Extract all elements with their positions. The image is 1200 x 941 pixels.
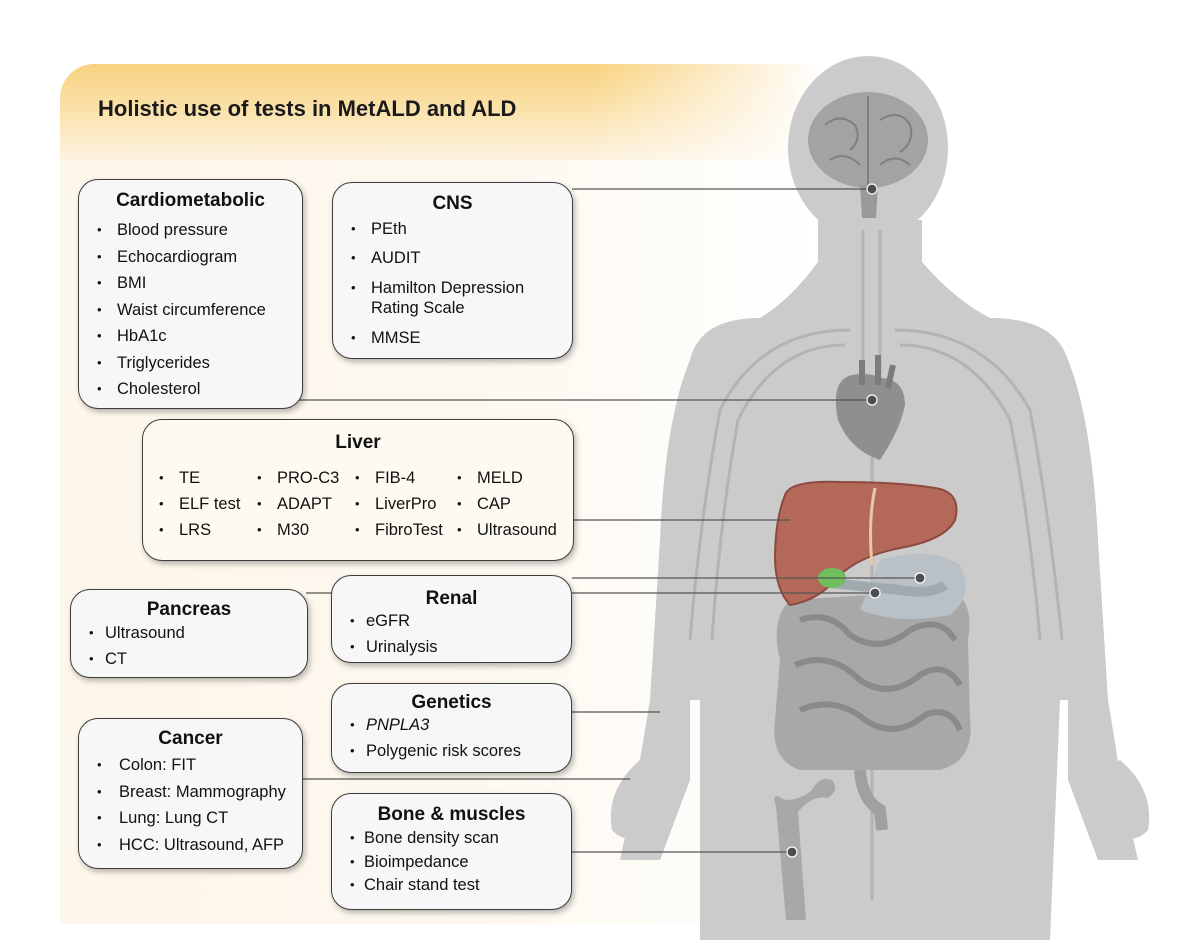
blood-vessels <box>688 230 1064 900</box>
bone-muscles-list: Bone density scan Bioimpedance Chair sta… <box>332 828 571 897</box>
connector-lines <box>298 188 920 853</box>
list-item: Bioimpedance <box>332 852 571 876</box>
renal-list: eGFR Urinalysis <box>332 611 571 659</box>
bone-muscles-box: Bone & muscles Bone density scan Bioimpe… <box>331 793 572 910</box>
list-item: BMI <box>79 273 302 300</box>
title-banner <box>60 64 820 160</box>
list-item: Triglycerides <box>79 353 302 380</box>
liver-column: PRO-C3 ADAPT M30 <box>257 468 339 546</box>
genetics-list: PNPLA3 Polygenic risk scores <box>332 715 571 763</box>
list-item: Lung: Lung CT <box>79 808 302 835</box>
list-item: ADAPT <box>257 494 339 520</box>
list-item: Hamilton Depression Rating Scale <box>333 278 541 328</box>
list-item: MELD <box>457 468 557 494</box>
list-item: TE <box>159 468 240 494</box>
list-item: Urinalysis <box>332 637 571 659</box>
femur-bone <box>774 778 836 920</box>
connector-dots <box>786 183 926 858</box>
liver-column: FIB-4 LiverPro FibroTest <box>355 468 443 546</box>
figure-title: Holistic use of tests in MetALD and ALD <box>98 96 517 121</box>
list-item: PEth <box>333 219 572 248</box>
box-title: Cardiometabolic <box>116 190 265 211</box>
list-item: CAP <box>457 494 557 520</box>
cns-list: PEth AUDIT Hamilton Depression Rating Sc… <box>333 219 572 352</box>
list-item: Ultrasound <box>71 623 307 649</box>
liver-column: TE ELF test LRS <box>159 468 240 546</box>
list-item: FibroTest <box>355 520 443 546</box>
box-title: Liver <box>335 432 381 453</box>
list-item: Waist circumference <box>79 300 302 327</box>
cardiometabolic-box: Cardiometabolic Blood pressure Echocardi… <box>78 179 303 409</box>
renal-box: Renal eGFR Urinalysis <box>331 575 572 663</box>
list-item: LiverPro <box>355 494 443 520</box>
list-item: Chair stand test <box>332 875 571 897</box>
liver-box: Liver TE ELF test LRS PRO-C3 ADAPT M30 F… <box>142 419 574 561</box>
box-title: Pancreas <box>146 599 232 620</box>
list-item: eGFR <box>332 611 571 637</box>
list-item: Bone density scan <box>332 828 571 852</box>
liver-column: MELD CAP Ultrasound <box>457 468 557 546</box>
liver <box>773 480 958 607</box>
list-item: HbA1c <box>79 326 302 353</box>
list-item: Cholesterol <box>79 379 302 406</box>
list-item: PNPLA3 <box>332 715 571 741</box>
list-item: Blood pressure <box>79 220 302 247</box>
list-item: Colon: FIT <box>79 755 302 782</box>
list-item: MMSE <box>333 328 572 352</box>
box-title: Bone & muscles <box>377 804 526 825</box>
list-item: Breast: Mammography <box>79 782 302 809</box>
box-title: CNS <box>432 193 473 214</box>
list-item: ELF test <box>159 494 240 520</box>
heart <box>835 355 905 460</box>
genetics-box: Genetics PNPLA3 Polygenic risk scores <box>331 683 572 773</box>
cardiometabolic-list: Blood pressure Echocardiogram BMI Waist … <box>79 220 302 406</box>
list-item: AUDIT <box>333 248 572 278</box>
cancer-list: Colon: FIT Breast: Mammography Lung: Lun… <box>79 755 302 857</box>
list-item: PRO-C3 <box>257 468 339 494</box>
box-title: Cancer <box>158 728 223 749</box>
intestines <box>774 590 971 831</box>
list-item: Polygenic risk scores <box>332 741 571 763</box>
cns-box: CNS PEth AUDIT Hamilton Depression Ratin… <box>332 182 573 359</box>
list-item: M30 <box>257 520 339 546</box>
list-item: Echocardiogram <box>79 247 302 274</box>
list-item: FIB-4 <box>355 468 443 494</box>
pancreas-box: Pancreas Ultrasound CT <box>70 589 308 678</box>
list-item: CT <box>71 649 307 671</box>
list-item: LRS <box>159 520 240 546</box>
box-title: Genetics <box>411 692 492 713</box>
pancreas-list: Ultrasound CT <box>71 623 307 671</box>
list-item: Ultrasound <box>457 520 557 546</box>
cancer-box: Cancer Colon: FIT Breast: Mammography Lu… <box>78 718 303 869</box>
box-title: Renal <box>425 588 478 609</box>
list-item: HCC: Ultrasound, AFP <box>79 835 302 857</box>
